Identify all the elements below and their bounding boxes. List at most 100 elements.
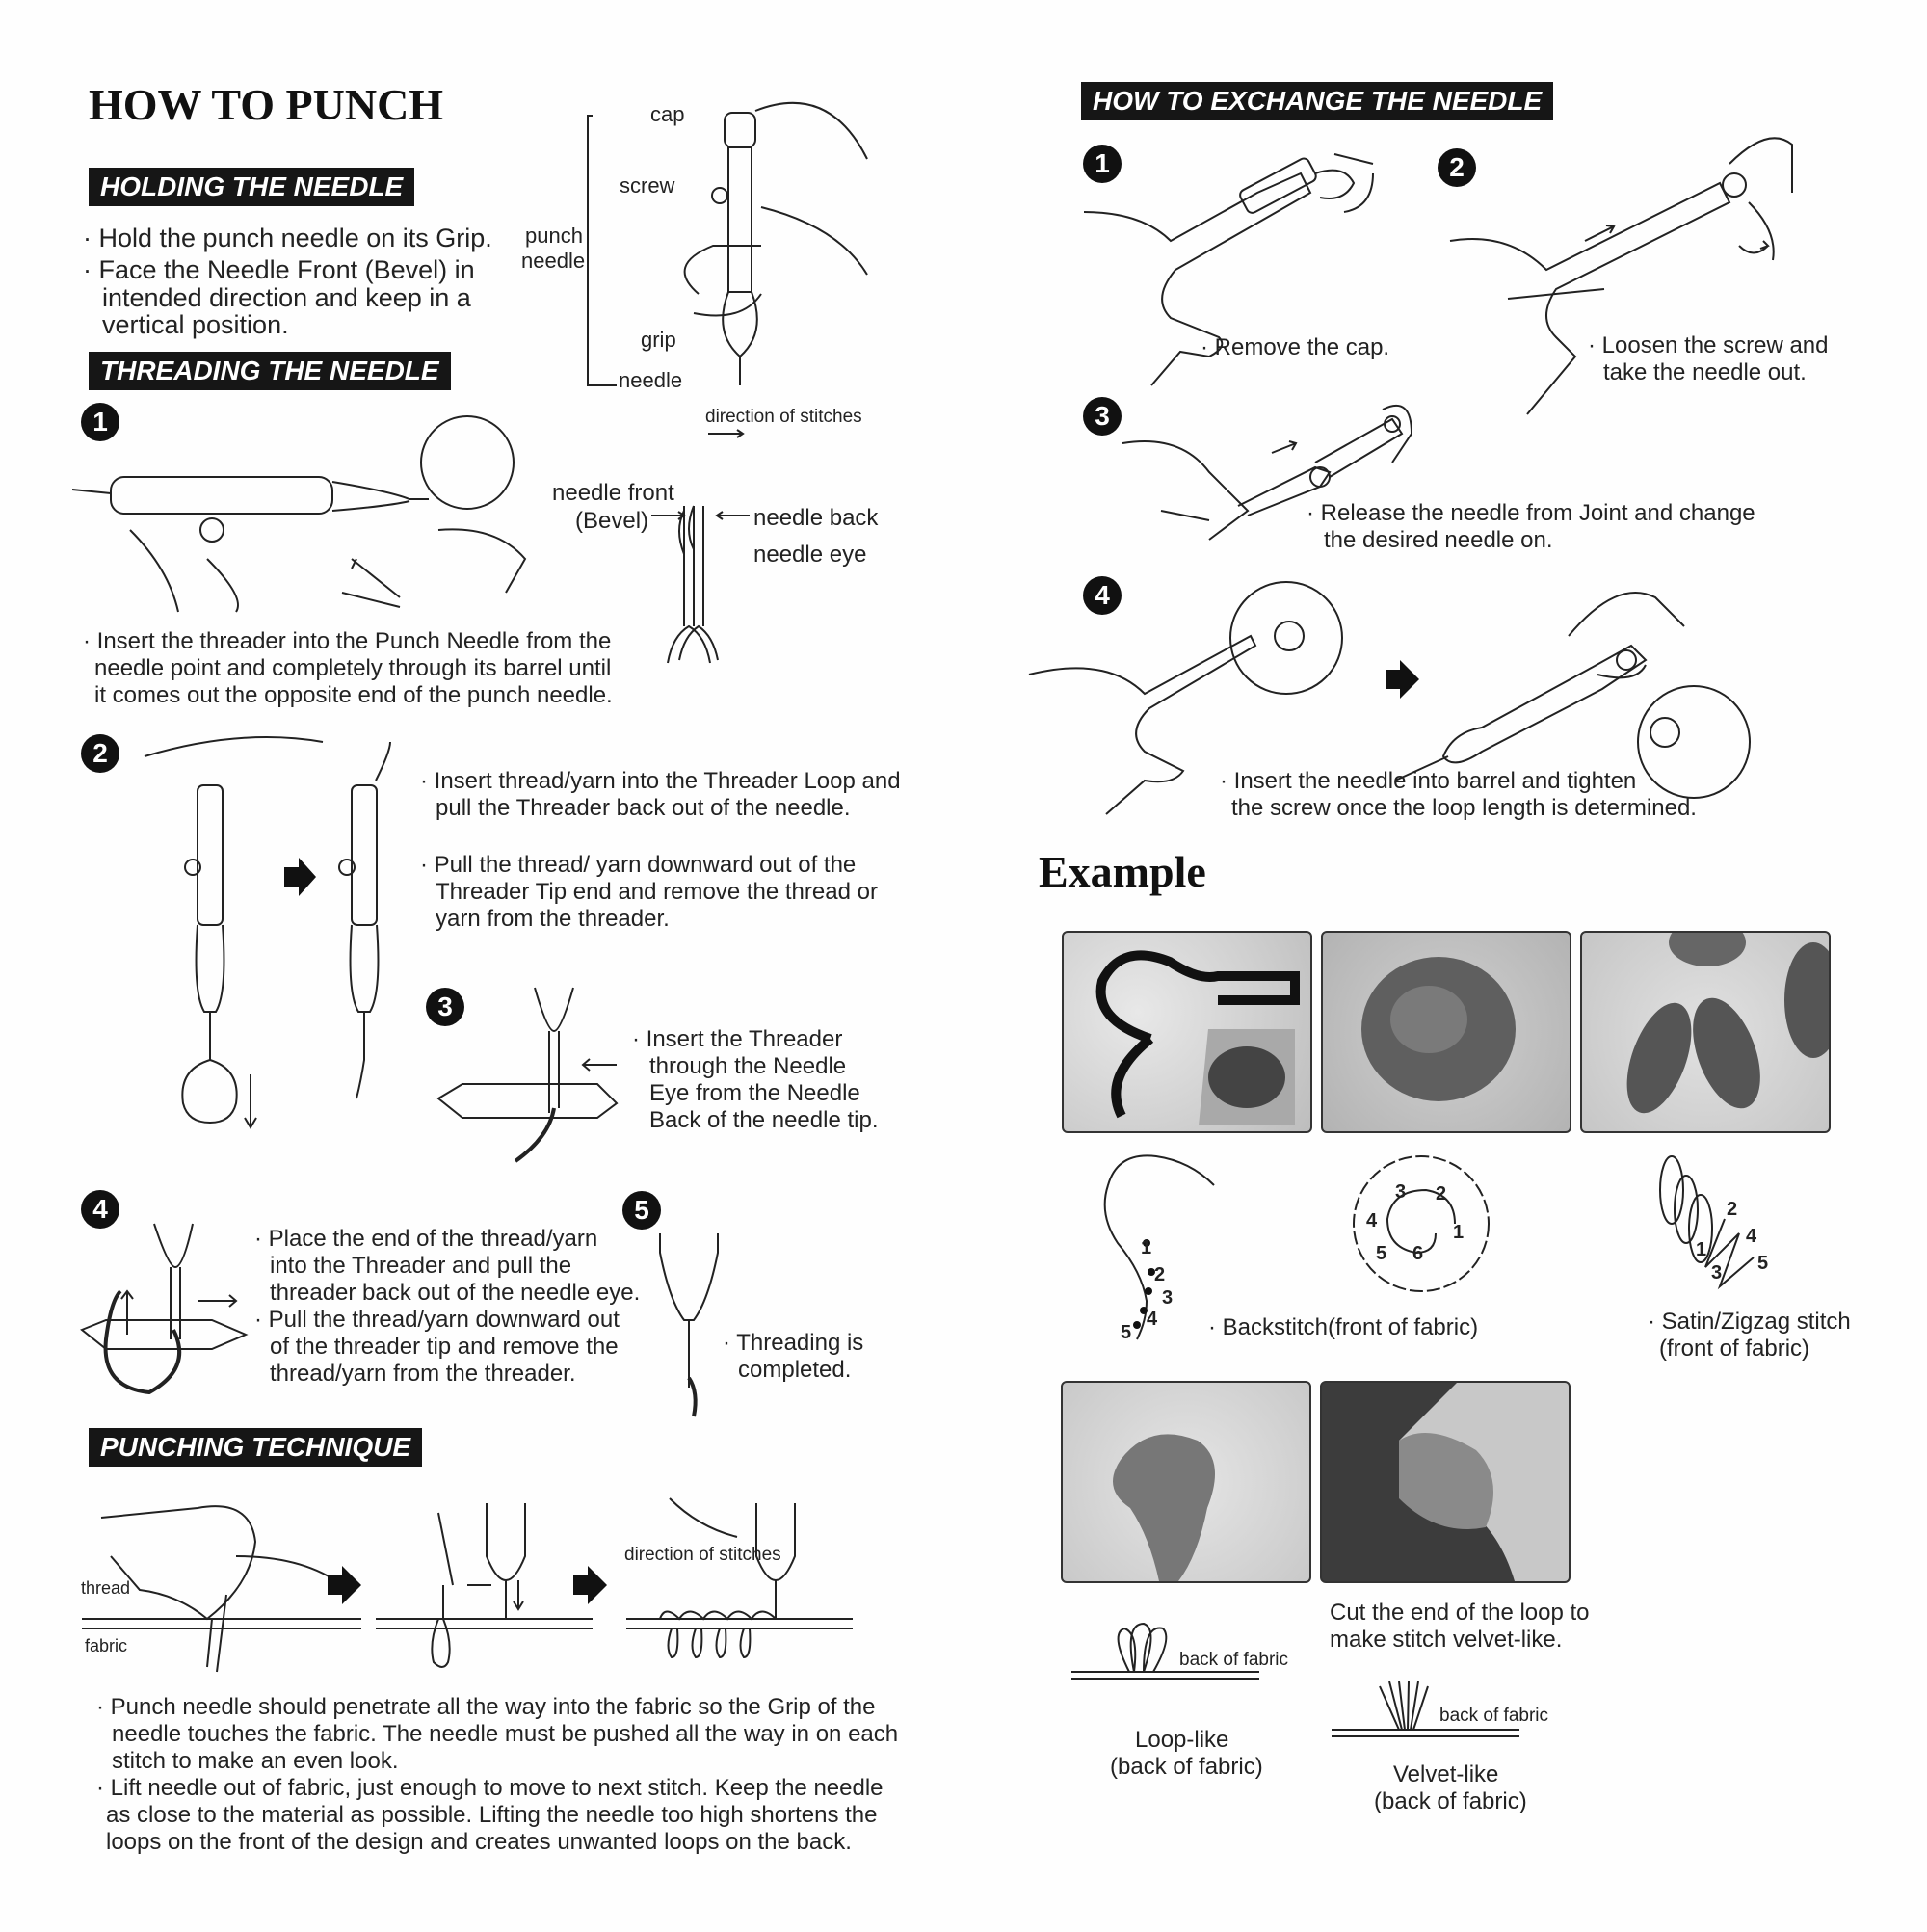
step-4-text-4: · Pull the thread/yarn downward out xyxy=(254,1307,620,1333)
punching-bullet-1: · Punch needle should penetrate all the … xyxy=(96,1694,876,1720)
remove-cap-illustration xyxy=(1083,153,1374,386)
step-2a-text-2: pull the Threader back out of the needle… xyxy=(436,795,851,821)
exchange-step-3-text-2: the desired needle on. xyxy=(1324,527,1553,553)
step-4-text-3: threader back out of the needle eye. xyxy=(270,1280,641,1306)
label-fabric: fabric xyxy=(85,1636,128,1655)
label-punch-needle: needle xyxy=(521,249,586,273)
velvet-like-label-2: (back of fabric) xyxy=(1374,1788,1527,1814)
cut-text-2: make stitch velvet-like. xyxy=(1330,1627,1563,1653)
example-title: Example xyxy=(1039,847,1206,896)
holding-bullet-3: intended direction and keep in a xyxy=(102,283,471,312)
loop-like-diagram xyxy=(1071,1622,1259,1680)
holding-bullet-2: · Face the Needle Front (Bevel) in xyxy=(83,255,475,284)
needle-tip-illustration xyxy=(667,506,711,664)
spiral-num-2: 2 xyxy=(1436,1183,1447,1204)
step-2-badge: 2 xyxy=(81,734,119,773)
label-needle-eye: needle eye xyxy=(753,542,867,568)
release-needle-illustration xyxy=(1122,404,1413,541)
label-punching-direction: direction of stitches xyxy=(624,1545,781,1565)
satin-num-4: 4 xyxy=(1746,1226,1757,1247)
satin-num-3: 3 xyxy=(1711,1262,1723,1284)
label-needle-back: needle back xyxy=(753,505,879,531)
punching-bullet-3: stitch to make an even look. xyxy=(112,1748,399,1774)
backstitch-num-4: 4 xyxy=(1147,1309,1158,1330)
exchange-step-2-text-2: take the needle out. xyxy=(1603,359,1807,385)
step-5-badge: 5 xyxy=(622,1191,661,1230)
thread-in-threader-illustration xyxy=(80,1223,249,1395)
label-screw: screw xyxy=(620,173,675,198)
example-photo-satin xyxy=(1580,931,1831,1133)
spiral-stitch-diagram xyxy=(1353,1155,1490,1292)
step-3-text-3: Eye from the Needle xyxy=(649,1080,860,1106)
backstitch-label: · Backstitch(front of fabric) xyxy=(1208,1314,1479,1340)
backstitch-num-1: 1 xyxy=(1141,1237,1152,1258)
exchange-step-3-badge: 3 xyxy=(1083,397,1122,436)
step-2b-text-1: · Pull the thread/ yarn downward out of … xyxy=(420,852,857,878)
holding-bullet-1: · Hold the punch needle on its Grip. xyxy=(83,224,492,252)
label-thread: thread xyxy=(81,1578,131,1598)
exchange-step-4-text-1: · Insert the needle into barrel and tigh… xyxy=(1220,768,1637,794)
satin-num-5: 5 xyxy=(1757,1253,1769,1274)
exchange-heading: HOW TO EXCHANGE THE NEEDLE xyxy=(1081,82,1554,120)
loop-like-label-1: Loop-like xyxy=(1135,1727,1229,1753)
step-3-text-4: Back of the needle tip. xyxy=(649,1107,879,1133)
step-4-text-2: into the Threader and pull the xyxy=(270,1253,572,1279)
loop-like-label-2: (back of fabric) xyxy=(1110,1754,1263,1780)
label-direction-of-stitches: direction of stitches xyxy=(705,407,862,427)
label-needle-front: needle front xyxy=(552,480,674,506)
insert-needle-illustration xyxy=(1028,581,1751,815)
exchange-step-4-text-2: the screw once the loop length is determ… xyxy=(1231,795,1697,821)
spiral-num-4: 4 xyxy=(1366,1210,1378,1231)
cut-text-1: Cut the end of the loop to xyxy=(1330,1600,1590,1626)
example-photo-loop-back xyxy=(1061,1381,1311,1583)
exchange-step-1-badge: 1 xyxy=(1083,145,1122,183)
punching-bullet-2: needle touches the fabric. The needle mu… xyxy=(112,1721,899,1747)
step-4-text-6: thread/yarn from the threader. xyxy=(270,1361,576,1387)
spiral-num-5: 5 xyxy=(1376,1243,1387,1264)
step-1-text-3: it comes out the opposite end of the pun… xyxy=(94,682,613,708)
thread-loop-illustration xyxy=(144,736,391,1129)
exchange-step-4-badge: 4 xyxy=(1083,576,1122,615)
step-1-badge: 1 xyxy=(81,403,119,441)
back-of-fabric-label-2: back of fabric xyxy=(1439,1706,1548,1726)
loosen-screw-illustration xyxy=(1449,137,1793,415)
label-bevel: (Bevel) xyxy=(575,508,649,534)
step-1-text-1: · Insert the threader into the Punch Nee… xyxy=(83,628,612,654)
velvet-like-label-1: Velvet-like xyxy=(1393,1761,1499,1787)
backstitch-num-3: 3 xyxy=(1162,1287,1174,1309)
punching-bullet-6: loops on the front of the design and cre… xyxy=(106,1829,852,1855)
step-5-text-2: completed. xyxy=(738,1357,852,1383)
holding-bullet-4: vertical position. xyxy=(102,310,289,339)
exchange-step-2-badge: 2 xyxy=(1438,148,1476,187)
example-photo-velvet-back xyxy=(1320,1381,1571,1583)
threaded-needle-illustration xyxy=(659,1233,719,1417)
exchange-step-1-text: · Remove the cap. xyxy=(1201,334,1390,360)
punching-bullet-4: · Lift needle out of fabric, just enough… xyxy=(96,1775,884,1801)
punching-heading: PUNCHING TECHNIQUE xyxy=(89,1428,423,1467)
backstitch-num-5: 5 xyxy=(1121,1322,1132,1343)
example-photo-spiral xyxy=(1321,931,1571,1133)
back-of-fabric-label-1: back of fabric xyxy=(1179,1650,1288,1670)
threading-heading: THREADING THE NEEDLE xyxy=(89,352,451,390)
page-title: HOW TO PUNCH xyxy=(89,80,444,129)
spiral-num-1: 1 xyxy=(1453,1222,1465,1243)
label-punch: punch xyxy=(525,224,583,248)
step-5-text-1: · Threading is xyxy=(723,1330,864,1356)
spiral-num-6: 6 xyxy=(1412,1243,1424,1264)
satin-num-1: 1 xyxy=(1696,1239,1707,1260)
direction-arrow-icon xyxy=(708,429,745,438)
needle-anatomy-illustration xyxy=(587,101,868,386)
step-3-text-2: through the Needle xyxy=(649,1053,847,1079)
arrow-to-back-icon xyxy=(715,511,750,520)
arrow-to-bevel-icon xyxy=(651,511,686,520)
step-2a-text-1: · Insert thread/yarn into the Threader L… xyxy=(420,768,901,794)
step-1-text-2: needle point and completely through its … xyxy=(94,655,612,681)
threader-insert-illustration xyxy=(71,415,527,613)
step-4-badge: 4 xyxy=(81,1190,119,1229)
example-photo-backstitch xyxy=(1062,931,1312,1133)
satin-label-2: (front of fabric) xyxy=(1659,1336,1810,1362)
step-2b-text-3: yarn from the threader. xyxy=(436,906,670,932)
step-3-badge: 3 xyxy=(426,988,464,1026)
label-grip: grip xyxy=(641,328,676,352)
threader-eye-illustration xyxy=(436,987,619,1163)
